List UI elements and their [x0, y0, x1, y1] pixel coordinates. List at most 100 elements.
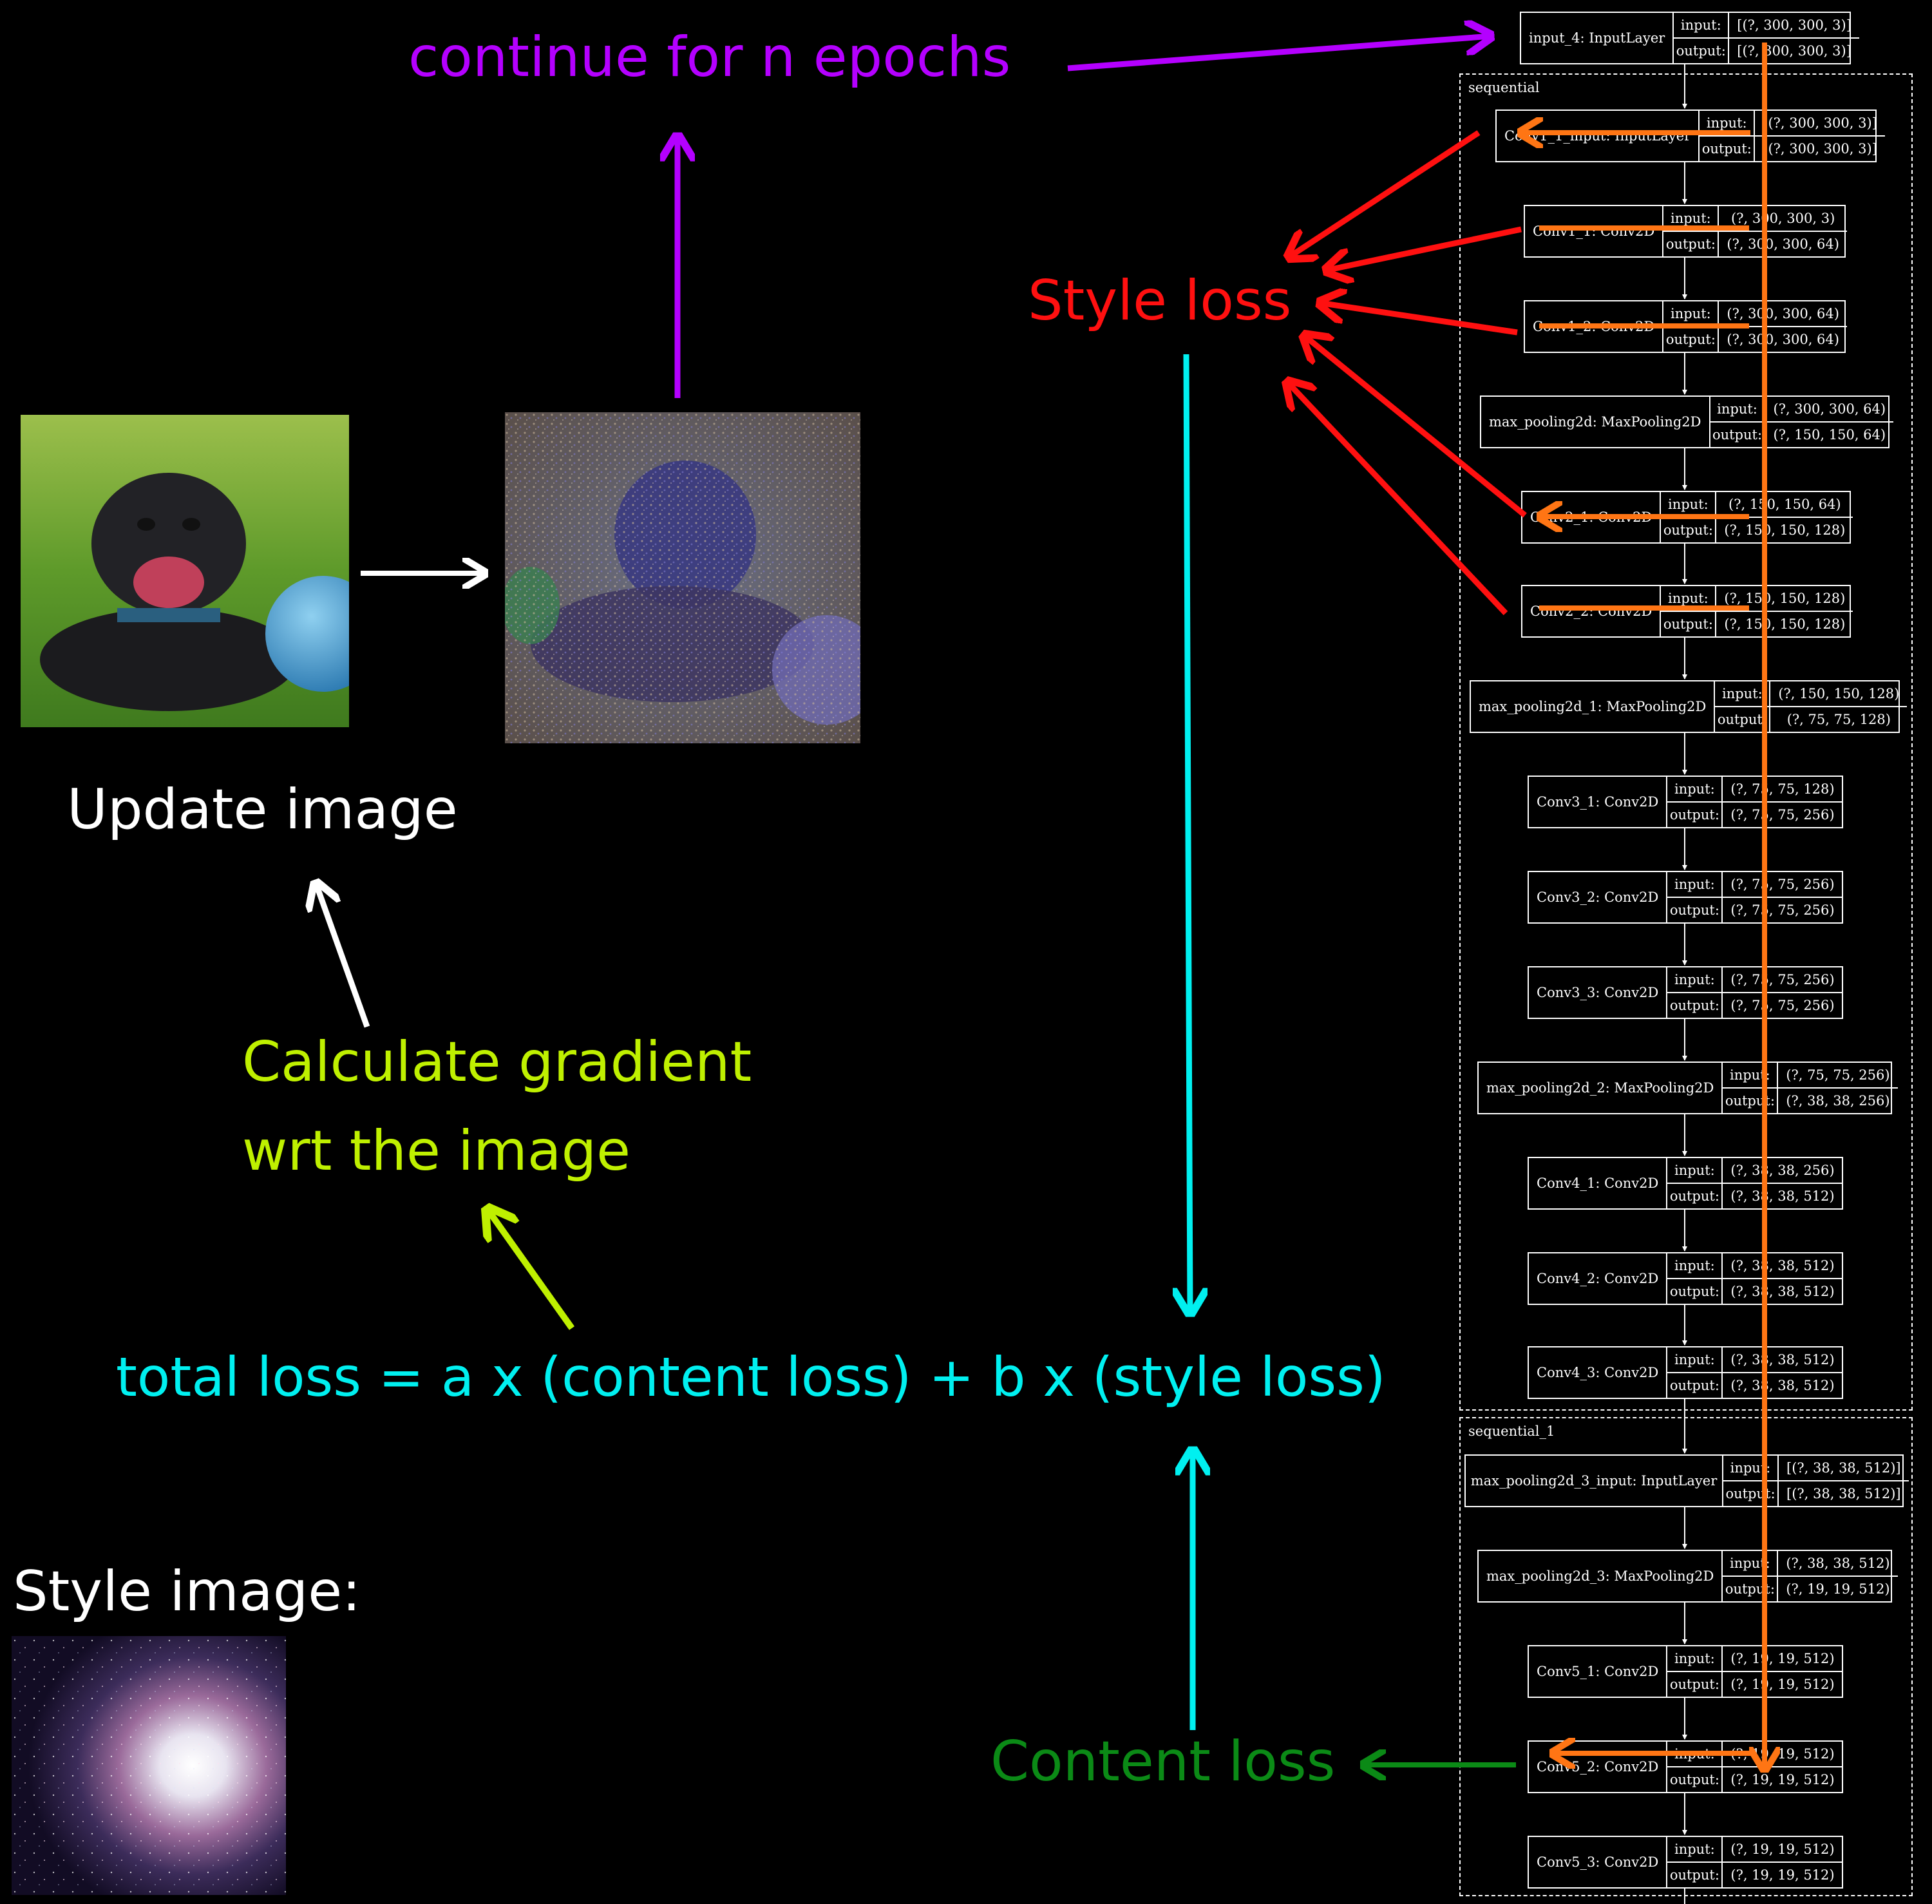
input-shape: [(?, 300, 300, 3)]: [1763, 115, 1877, 131]
output-key: output:: [1667, 1279, 1723, 1304]
input-shape: (?, 19, 19, 512): [1730, 1651, 1835, 1666]
style-loss-label: Style loss: [1028, 269, 1292, 333]
arrow-style-3: [1319, 303, 1518, 336]
arrow-continue-to-input: [1067, 36, 1492, 71]
output-shape: [(?, 300, 300, 3)]: [1763, 141, 1877, 157]
output-shape: (?, 75, 75, 256): [1730, 807, 1835, 823]
input-shape: (?, 300, 300, 3): [1731, 211, 1835, 226]
output-shape: (?, 38, 38, 512): [1730, 1188, 1835, 1204]
input-key: input:: [1674, 13, 1730, 37]
layer-name: Conv5_1: Conv2D: [1529, 1646, 1668, 1697]
layer-name: max_pooling2d_3: MaxPooling2D: [1479, 1551, 1723, 1601]
input-shape: (?, 75, 75, 128): [1730, 781, 1835, 797]
layer-name: max_pooling2d_3_input: InputLayer: [1466, 1456, 1723, 1506]
input-shape: (?, 38, 38, 512): [1786, 1556, 1890, 1571]
arrow-style-1: [1288, 130, 1481, 258]
output-key: output:: [1667, 1767, 1723, 1792]
output-key: output:: [1667, 1184, 1723, 1208]
input-shape: (?, 38, 38, 256): [1730, 1163, 1835, 1178]
input-shape: [(?, 300, 300, 3)]: [1737, 17, 1852, 33]
output-shape: (?, 38, 38, 256): [1786, 1093, 1890, 1109]
cluster-sequential-label: sequential: [1468, 80, 1540, 95]
output-shape: (?, 300, 300, 64): [1727, 332, 1839, 347]
input-shape: (?, 38, 38, 512): [1730, 1352, 1835, 1367]
output-shape: (?, 19, 19, 512): [1730, 1772, 1835, 1787]
input-key: input:: [1667, 1158, 1723, 1183]
input-key: input:: [1661, 586, 1717, 611]
input-key: input:: [1661, 492, 1717, 517]
input-key: input:: [1667, 872, 1723, 897]
output-key: output:: [1667, 898, 1723, 922]
input-shape: (?, 150, 150, 128): [1724, 591, 1846, 606]
output-key: output:: [1700, 137, 1756, 161]
calc-gradient-label-2: wrt the image: [242, 1119, 631, 1183]
input-shape: (?, 300, 300, 64): [1773, 401, 1886, 417]
output-key: output:: [1667, 993, 1723, 1018]
cluster-sequential-1-label: sequential_1: [1468, 1423, 1555, 1439]
input-key: input:: [1667, 967, 1723, 992]
calc-gradient-label-1: Calculate gradient: [242, 1030, 752, 1094]
output-shape: (?, 150, 150, 128): [1724, 522, 1846, 538]
style-image: [12, 1636, 286, 1895]
layer-name: Conv4_3: Conv2D: [1529, 1347, 1668, 1398]
input-key: input:: [1700, 111, 1756, 135]
output-shape: (?, 150, 150, 128): [1724, 616, 1846, 632]
style-image-label: Style image:: [13, 1559, 361, 1624]
layer-name: Conv3_1: Conv2D: [1529, 777, 1668, 827]
output-key: output:: [1667, 803, 1723, 827]
layer-name: Conv3_2: Conv2D: [1529, 872, 1668, 922]
arrow-style-4: [1303, 335, 1527, 518]
output-shape: (?, 300, 300, 64): [1727, 236, 1839, 252]
cluster-sequential-1: sequential_1: [1459, 1417, 1913, 1896]
input-shape: (?, 19, 19, 512): [1730, 1842, 1835, 1857]
input-key: input:: [1667, 1253, 1723, 1278]
input-shape: [(?, 38, 38, 512)]: [1786, 1460, 1901, 1476]
output-key: output:: [1667, 1672, 1723, 1697]
generated-image: [505, 412, 860, 743]
layer-name: max_pooling2d_2: MaxPooling2D: [1479, 1063, 1723, 1113]
output-key: output:: [1674, 39, 1730, 63]
layer-name: Conv5_3: Conv2D: [1529, 1837, 1668, 1887]
layer-name: max_pooling2d_1: MaxPooling2D: [1471, 681, 1716, 732]
output-key: output:: [1661, 612, 1717, 636]
layer-name: Conv4_1: Conv2D: [1529, 1158, 1668, 1208]
input-key: input:: [1663, 301, 1719, 326]
input-shape: (?, 38, 38, 512): [1730, 1258, 1835, 1273]
output-shape: (?, 75, 75, 256): [1730, 902, 1835, 918]
input-key: input:: [1715, 681, 1771, 706]
arrow-to-gradient: [487, 1208, 575, 1330]
output-shape: (?, 75, 75, 256): [1730, 998, 1835, 1013]
update-image-label: Update image: [67, 777, 458, 842]
output-key: output:: [1661, 518, 1717, 542]
arrow-style-2: [1325, 226, 1522, 271]
input-shape: (?, 300, 300, 64): [1727, 306, 1839, 321]
output-shape: (?, 19, 19, 512): [1786, 1581, 1890, 1597]
layer-name: Conv3_3: Conv2D: [1529, 967, 1668, 1018]
input-key: input:: [1667, 1646, 1723, 1671]
arrow-style-to-total: [1186, 354, 1190, 1314]
output-key: output:: [1667, 1373, 1723, 1398]
output-shape: (?, 19, 19, 512): [1730, 1867, 1835, 1883]
input-key: input:: [1663, 206, 1719, 231]
output-shape: (?, 19, 19, 512): [1730, 1677, 1835, 1692]
input-shape: (?, 75, 75, 256): [1730, 972, 1835, 987]
content-loss-label: Content loss: [990, 1729, 1336, 1794]
arrow-style-5: [1287, 381, 1508, 616]
output-shape: [(?, 300, 300, 3)]: [1737, 43, 1852, 59]
input-key: input:: [1667, 1347, 1723, 1372]
output-key: output:: [1663, 327, 1719, 352]
